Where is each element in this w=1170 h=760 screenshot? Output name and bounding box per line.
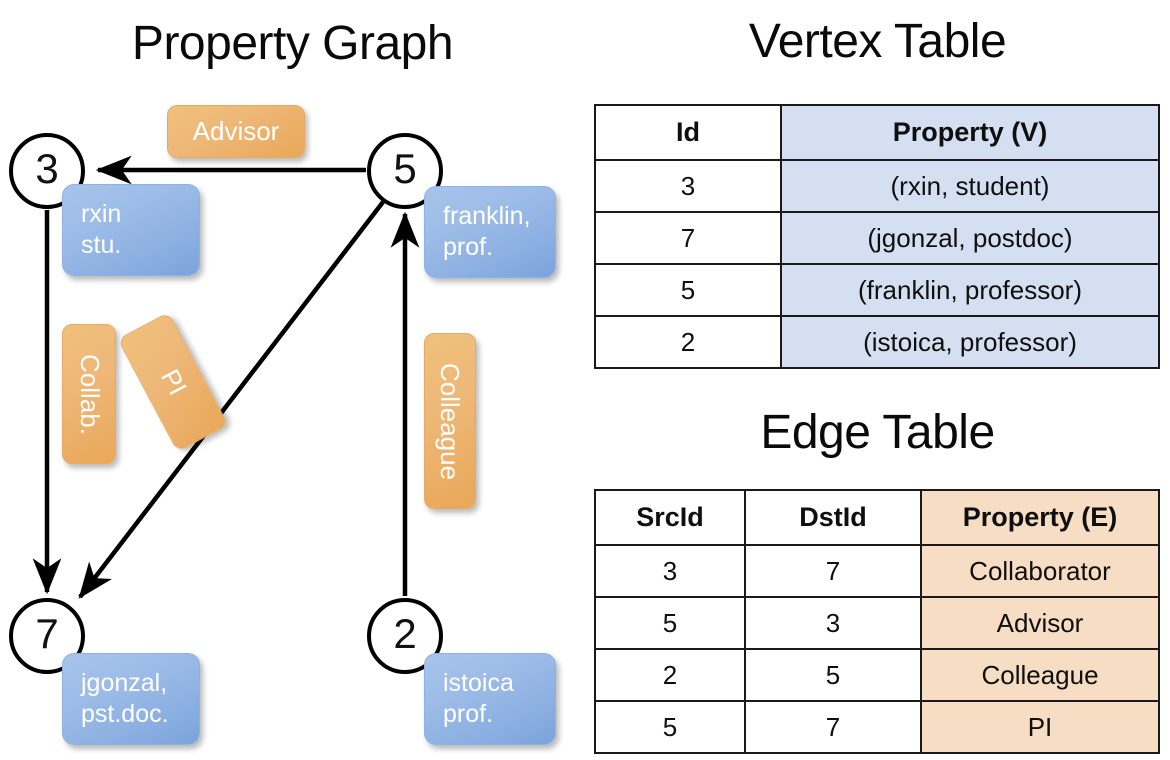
vertex-property-box-franklin-line2: prof. [443, 232, 494, 261]
edge-table-cell-dstid: 5 [744, 648, 922, 702]
graph-edges-layer [32, 155, 420, 599]
vertex-property-box-rxin: rxin stu. [62, 184, 200, 276]
table-row: 5 3 Advisor [594, 596, 1160, 650]
graph-node-5[interactable]: 5 [367, 133, 443, 209]
vertex-table-cell-id: 5 [594, 263, 782, 317]
vertex-property-box-jgonzal-line2: pst.doc. [81, 699, 169, 728]
edge-table-cell-property: Advisor [920, 596, 1160, 650]
vertex-table-cell-id: 7 [594, 211, 782, 265]
edge-table: SrcId DstId Property (E) 3 7 Collaborato… [594, 489, 1160, 754]
edge-table-header-dstid: DstId [744, 489, 922, 546]
vertex-table-header-row: Id Property (V) [594, 104, 1160, 161]
edge-5-to-7-pi [78, 200, 385, 599]
vertex-property-box-franklin: franklin, prof. [424, 186, 556, 278]
edge-table-cell-srcid: 5 [594, 596, 746, 650]
graph-node-5-label: 5 [393, 145, 417, 192]
edge-label-advisor: Advisor [167, 105, 305, 158]
graph-node-7-label: 7 [35, 610, 59, 657]
page-title-vertex-table: Vertex Table [748, 15, 1007, 68]
graph-node-2-label: 2 [393, 610, 417, 657]
edge-table-cell-property: Colleague [920, 648, 1160, 702]
edge-table-header-row: SrcId DstId Property (E) [594, 489, 1160, 546]
vertex-table-cell-property: (rxin, student) [780, 159, 1160, 213]
table-row: 7 (jgonzal, postdoc) [594, 211, 1160, 265]
vertex-table-cell-id: 3 [594, 159, 782, 213]
edge-table-cell-property: Collaborator [920, 544, 1160, 598]
edge-label-colleague-text: Colleague [435, 362, 466, 480]
vertex-table-cell-property: (franklin, professor) [780, 263, 1160, 317]
vertex-property-box-franklin-line1: franklin, [443, 202, 531, 230]
edge-label-advisor-text: Advisor [192, 116, 280, 146]
edge-table-cell-srcid: 3 [594, 544, 746, 598]
vertex-property-box-rxin-line2: stu. [81, 230, 122, 259]
vertex-table-cell-property: (istoica, professor) [780, 315, 1160, 369]
edge-label-colleague: Colleague [424, 333, 476, 509]
vertex-table-header-id: Id [594, 104, 782, 161]
property-graph-diagram: 3 5 7 2 rxin stu. franklin, prof. jgonza… [9, 105, 556, 745]
page-title-property-graph: Property Graph [131, 17, 454, 70]
table-row: 3 7 Collaborator [594, 544, 1160, 598]
table-row: 5 7 PI [594, 700, 1160, 754]
edge-label-pi-text: PI [154, 363, 193, 400]
table-row: 2 5 Colleague [594, 648, 1160, 702]
edge-table-cell-dstid: 7 [744, 544, 922, 598]
vertex-property-box-istoica-line2: prof. [443, 699, 494, 728]
table-row: 3 (rxin, student) [594, 159, 1160, 213]
vertex-table: Id Property (V) 3 (rxin, student) 7 (jgo… [594, 104, 1160, 369]
edge-table-cell-srcid: 2 [594, 648, 746, 702]
vertex-table-header-property: Property (V) [780, 104, 1160, 161]
vertex-table-cell-id: 2 [594, 315, 782, 369]
vertex-property-box-jgonzal: jgonzal, pst.doc. [62, 653, 200, 745]
vertex-property-box-istoica: istoica prof. [424, 653, 556, 745]
edge-label-collab-text: Collab. [74, 353, 105, 435]
vertex-property-box-istoica-line1: istoica [443, 669, 514, 697]
edge-table-cell-dstid: 7 [744, 700, 922, 754]
vertex-property-box-rxin-line1: rxin [81, 200, 122, 228]
table-row: 2 (istoica, professor) [594, 315, 1160, 369]
edge-table-cell-srcid: 5 [594, 700, 746, 754]
vertex-table-cell-property: (jgonzal, postdoc) [780, 211, 1160, 265]
edge-label-collab: Collab. [62, 324, 116, 464]
graph-node-2[interactable]: 2 [367, 598, 443, 674]
edge-table-header-srcid: SrcId [594, 489, 746, 546]
edge-table-header-property: Property (E) [920, 489, 1160, 546]
edge-table-cell-dstid: 3 [744, 596, 922, 650]
vertex-property-box-jgonzal-line1: jgonzal, [81, 669, 168, 697]
table-row: 5 (franklin, professor) [594, 263, 1160, 317]
edge-table-cell-property: PI [920, 700, 1160, 754]
graph-node-3-label: 3 [35, 145, 59, 192]
page-title-edge-table: Edge Table [760, 406, 995, 459]
